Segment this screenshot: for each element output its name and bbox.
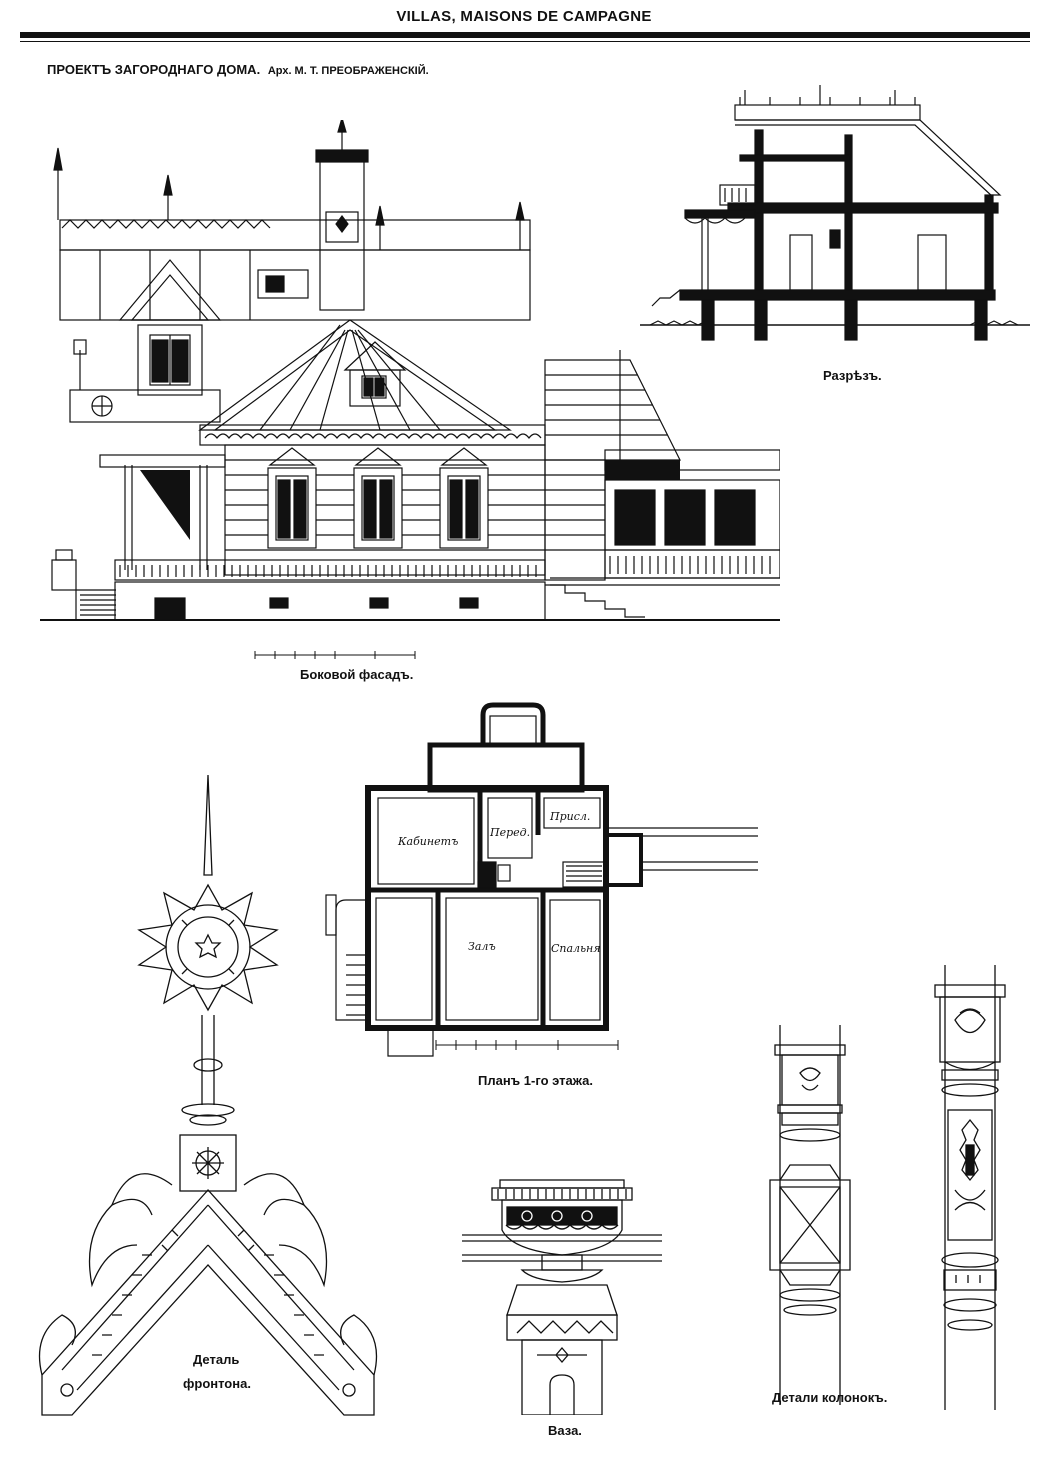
floor-plan-drawing: Кабинетъ Перед. Присл. Залъ Спальня <box>325 702 758 1057</box>
caption-vase: Ваза. <box>548 1423 582 1438</box>
caption-gable-detail-line1: Деталь <box>193 1352 240 1367</box>
columns-detail-drawing <box>769 965 1006 1410</box>
project-architect: Арх. М. Т. ПРЕОБРАЖЕНСКІЙ. <box>267 65 429 77</box>
room-label-salon: Залъ <box>468 940 496 953</box>
room-label-cabinet: Кабинетъ <box>397 835 458 848</box>
caption-plan: Планъ 1-го этажа. <box>478 1073 593 1088</box>
page-header-title: VILLAS, MAISONS DE CAMPAGNE <box>396 8 652 25</box>
room-label-bedroom: Спальня <box>551 942 601 955</box>
caption-columns: Детали колонокъ. <box>772 1390 888 1405</box>
project-name: ПРОЕКТЪ ЗАГОРОДНАГО ДОМА. <box>47 62 261 77</box>
caption-side-facade: Боковой фасадъ. <box>300 667 414 682</box>
header-rule-thick <box>20 32 1030 38</box>
room-label-hall: Перед. <box>489 826 530 839</box>
header-rule-thin <box>20 41 1030 42</box>
section-drawing <box>640 85 1030 341</box>
gable-detail-drawing <box>38 775 378 1416</box>
vase-drawing <box>462 1179 662 1415</box>
caption-section: Разрѣзъ. <box>823 368 882 383</box>
caption-gable-detail-line2: фронтона. <box>183 1376 251 1391</box>
project-title: ПРОЕКТЪ ЗАГОРОДНАГО ДОМА. Арх. М. Т. ПРЕ… <box>47 62 429 77</box>
side-facade-drawing <box>40 120 780 659</box>
room-label-maid: Присл. <box>549 810 590 823</box>
